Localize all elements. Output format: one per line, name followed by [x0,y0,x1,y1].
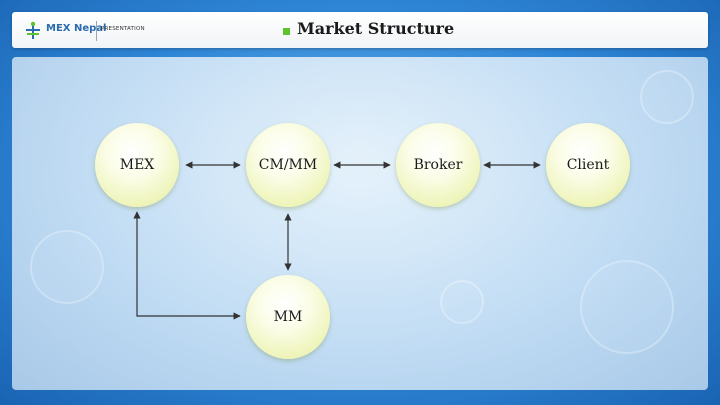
node-label: MM [273,309,303,325]
header-tagline: PRESENTATION [101,26,145,32]
node-label: Broker [413,157,463,173]
title-bullet-icon [283,28,290,35]
page-title: Market Structure [297,19,455,38]
node-mex: MEX [95,123,179,207]
node-client: Client [546,123,630,207]
node-mm: MM [246,275,330,359]
node-label: MEX [119,157,155,173]
node-broker: Broker [396,123,480,207]
mex-logo-icon [26,21,40,39]
edge-mex-mm [133,211,241,320]
logo-text: MEX Nepal [46,23,107,34]
node-label: CM/MM [258,157,318,173]
logo-divider [96,21,97,41]
diagram-panel [12,57,708,390]
node-cmmm: CM/MM [246,123,330,207]
header-bar: MEX Nepal PRESENTATION Market Structure [12,12,708,48]
node-label: Client [566,157,610,173]
